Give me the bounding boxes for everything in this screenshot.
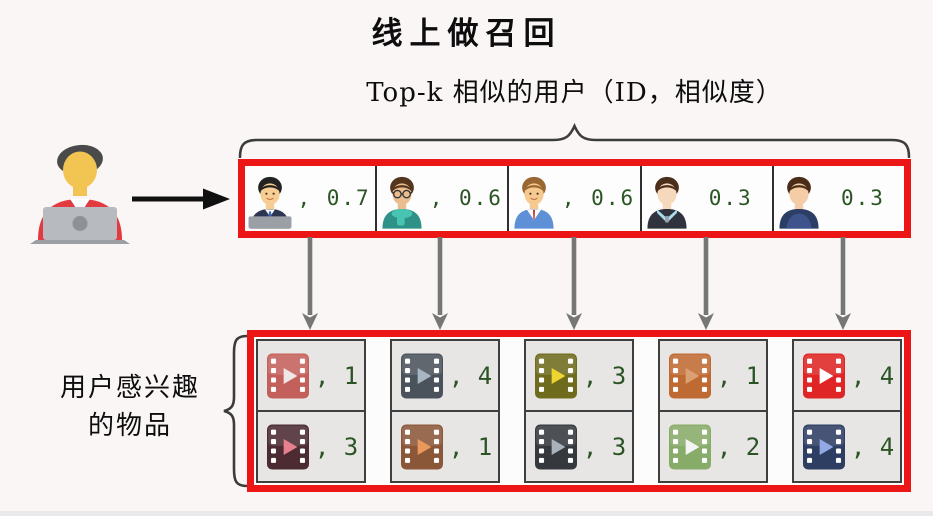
film-icon — [803, 353, 845, 399]
item-count: , 4 — [850, 432, 895, 461]
item-count: , 3 — [582, 361, 627, 390]
user-at-laptop-icon — [30, 144, 130, 244]
topk-similar-users-label: Top-k 相似的用户（ID，相似度） — [366, 78, 783, 108]
item-count: , 1 — [314, 361, 359, 390]
film-icon — [803, 424, 845, 470]
down-arrow-icon — [698, 237, 714, 330]
item-count: , 1 — [716, 361, 761, 390]
film-icon — [267, 353, 309, 399]
item-cell: , 3 — [258, 412, 364, 481]
film-icon — [535, 353, 577, 399]
items-column: , 4 , 4 — [792, 339, 902, 483]
page-title: 线上做召回 — [371, 16, 562, 52]
item-count: , 3 — [314, 432, 359, 461]
similarity-score: , 0.6 — [561, 185, 636, 210]
topk-users-box: , 0.7 , 0.6 , 0.6 0.3 0.3 — [238, 159, 911, 238]
items-column: , 3 , 3 — [524, 339, 634, 483]
item-cell: , 4 — [392, 341, 498, 412]
right-arrow-icon — [132, 188, 230, 210]
film-icon — [669, 353, 711, 399]
item-cell: , 4 — [794, 341, 900, 412]
down-arrow-icon — [432, 237, 448, 330]
item-count: , 1 — [448, 432, 493, 461]
item-cell: , 1 — [258, 341, 364, 412]
interested-items-label-line1: 用户感兴趣 — [59, 373, 200, 403]
item-cell: , 3 — [526, 412, 632, 481]
items-column: , 4 , 1 — [390, 339, 500, 483]
down-arrow-icon — [835, 237, 851, 330]
similar-user-cell: 0.3 — [773, 166, 905, 231]
interested-items-label-line2: 的物品 — [87, 410, 172, 441]
red-tie-avatar-icon — [511, 171, 557, 231]
similarity-score: 0.3 — [708, 185, 753, 210]
down-arrow-icon — [566, 237, 582, 330]
film-icon — [535, 424, 577, 470]
item-cell: , 4 — [794, 412, 900, 481]
item-cell: , 2 — [660, 412, 766, 481]
item-count: , 3 — [582, 432, 627, 461]
film-icon — [401, 353, 443, 399]
top-curly-brace — [238, 122, 911, 158]
dark-jacket-avatar-icon — [644, 171, 690, 231]
item-cell: , 3 — [526, 341, 632, 412]
items-column: , 1 , 3 — [256, 339, 366, 483]
item-count: , 4 — [448, 361, 493, 390]
similarity-score: 0.3 — [840, 185, 885, 210]
similar-user-cell: , 0.7 — [245, 166, 378, 231]
interested-items-box: , 1 , 3 , 4 , 1 , 3 , 3 , 1 , 2 — [247, 330, 911, 492]
similarity-score: , 0.7 — [297, 185, 371, 210]
item-count: , 4 — [850, 361, 895, 390]
businessman-laptop-avatar-icon — [247, 171, 293, 231]
similar-user-cell: , 0.6 — [509, 166, 642, 231]
film-icon — [267, 424, 309, 470]
navy-shirt-avatar-icon — [776, 171, 822, 231]
film-icon — [401, 424, 443, 470]
similar-user-cell: , 0.6 — [377, 166, 510, 231]
film-icon — [669, 424, 711, 470]
interested-items-label: 用户感兴趣 的物品 — [26, 370, 234, 445]
similar-user-cell: 0.3 — [641, 166, 774, 231]
item-cell: , 1 — [392, 412, 498, 481]
down-arrow-icon — [302, 237, 318, 330]
similarity-score: , 0.6 — [429, 185, 503, 210]
bottom-edge-strip — [0, 511, 933, 516]
glasses-scarf-avatar-icon — [379, 171, 425, 231]
left-curly-brace — [223, 334, 249, 488]
mapping-arrows — [302, 237, 851, 330]
item-count: , 2 — [716, 432, 761, 461]
items-column: , 1 , 2 — [658, 339, 768, 483]
item-cell: , 1 — [660, 341, 766, 412]
